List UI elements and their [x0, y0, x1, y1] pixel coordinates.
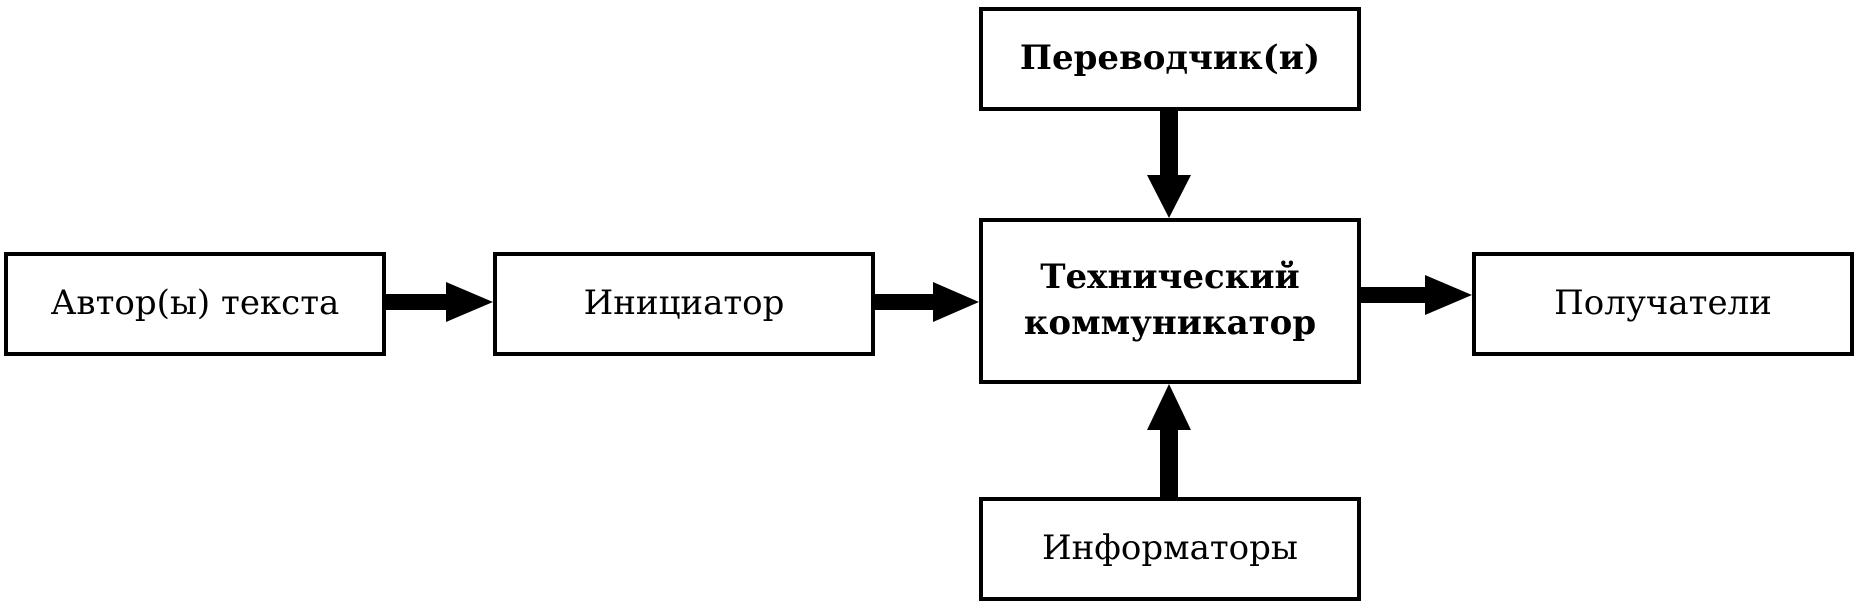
node-recipients: Получатели	[1472, 252, 1854, 356]
node-translator: Переводчик(и)	[979, 7, 1361, 111]
arrow-informants-to-tech	[1147, 384, 1191, 497]
arrow-translator-to-tech	[1147, 111, 1191, 218]
node-technical-communicator: Технический коммуникатор	[979, 218, 1361, 384]
node-author-label: Автор(ы) текста	[50, 283, 340, 324]
arrow-author-to-initiator	[386, 282, 493, 322]
node-recipients-label: Получатели	[1554, 283, 1772, 324]
node-initiator: Инициатор	[493, 252, 875, 356]
arrow-initiator-to-tech	[875, 282, 979, 322]
node-informants: Информаторы	[979, 497, 1361, 601]
node-initiator-label: Инициатор	[583, 283, 785, 324]
node-informants-label: Информаторы	[1042, 528, 1298, 569]
node-tech-label-line2: коммуникатор	[1023, 303, 1317, 343]
node-translator-label: Переводчик(и)	[1019, 38, 1321, 79]
node-author: Автор(ы) текста	[4, 252, 386, 356]
node-tech-label-line1: Технический	[1040, 257, 1300, 298]
arrow-tech-to-recipients	[1361, 275, 1472, 315]
